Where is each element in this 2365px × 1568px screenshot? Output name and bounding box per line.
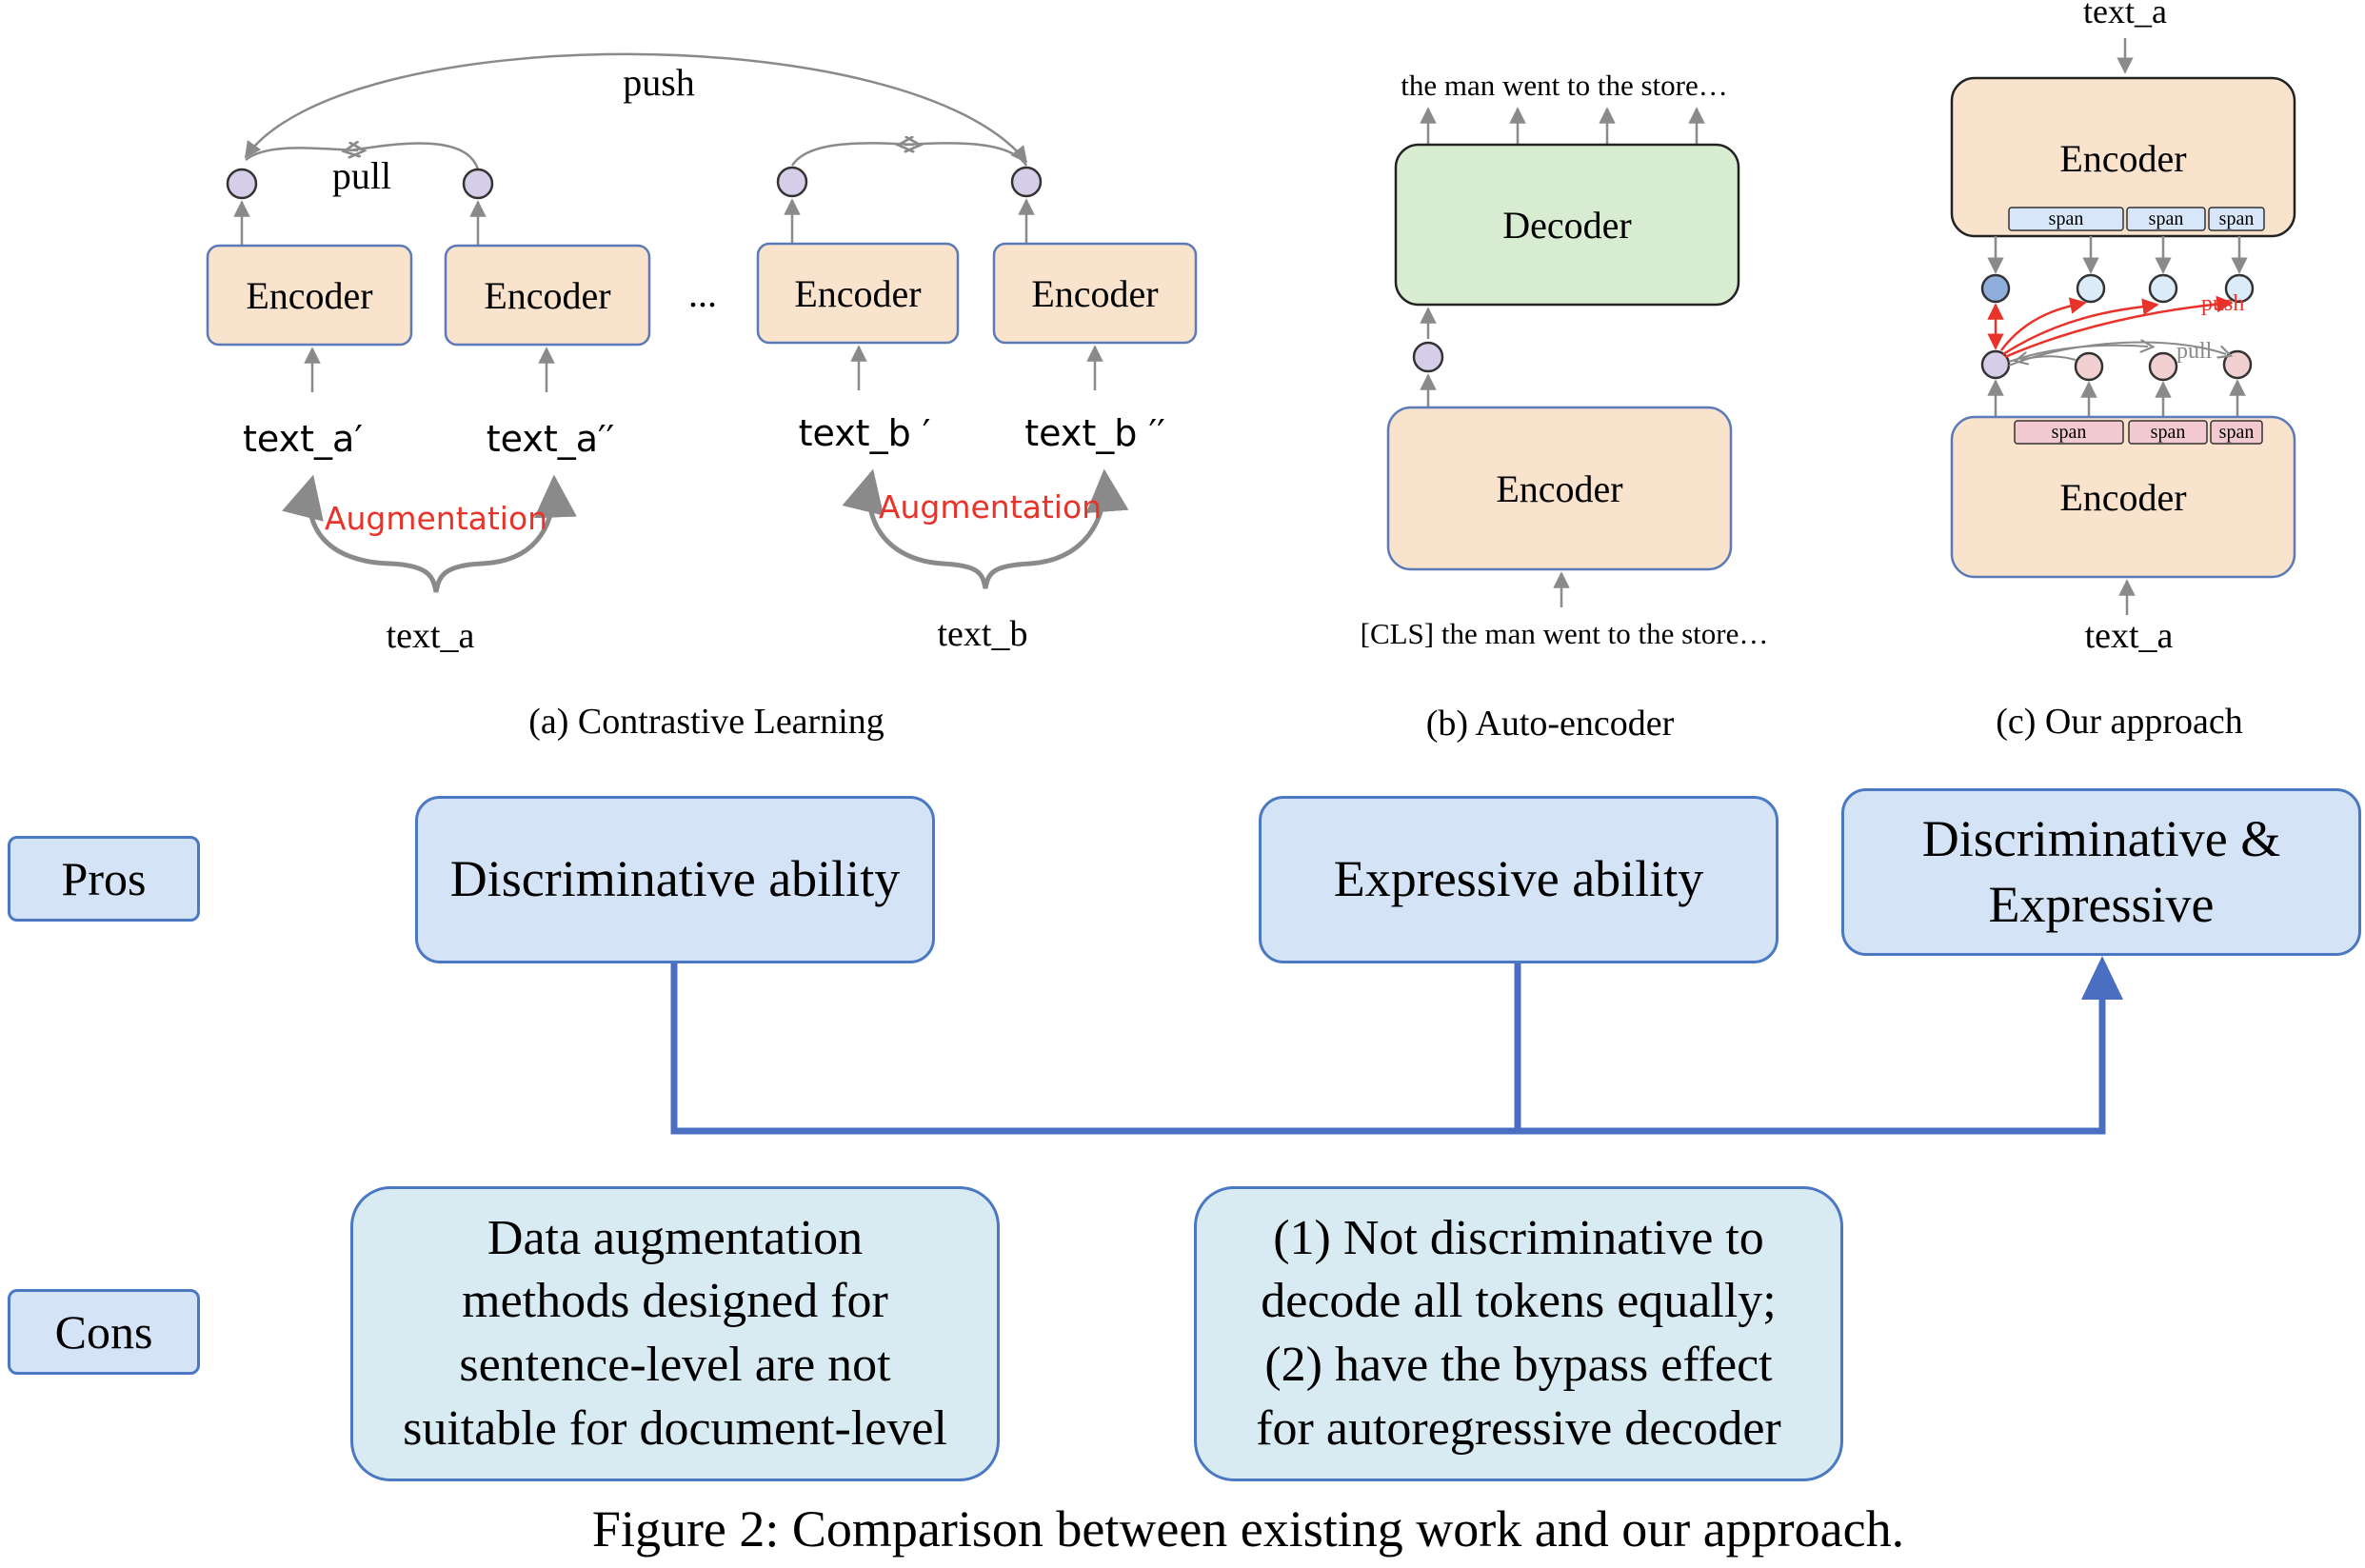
encoder-box bbox=[756, 242, 960, 345]
embedding-node bbox=[1010, 166, 1043, 198]
decoder-output-text: the man went to the store… bbox=[1401, 69, 1728, 102]
source-text: text_b bbox=[938, 614, 1028, 654]
source-text: text_a bbox=[387, 616, 475, 656]
top-cls-node bbox=[1980, 273, 2011, 304]
panel-caption: (a) Contrastive Learning bbox=[528, 702, 884, 742]
connector-line bbox=[670, 962, 2106, 1135]
augmentation-label: Augmentation bbox=[325, 500, 547, 537]
encoder-label: Encoder bbox=[1031, 272, 1158, 315]
encoder-box bbox=[992, 242, 1198, 345]
pull-label: pull bbox=[332, 154, 391, 197]
pull-arc-a-left bbox=[245, 148, 358, 161]
span-chip bbox=[2014, 420, 2124, 445]
decoder-label: Decoder bbox=[1502, 204, 1631, 247]
encoder-label: Encoder bbox=[794, 272, 921, 315]
ellipsis: ... bbox=[688, 272, 717, 315]
bottom-input-text: text_a bbox=[2085, 616, 2174, 656]
connector-arrowhead bbox=[2081, 956, 2123, 1000]
encoder-input-text: [CLS] the man went to the store… bbox=[1361, 617, 1769, 650]
pros-box: Discriminative ability bbox=[415, 796, 935, 963]
span-label: span bbox=[2219, 422, 2255, 443]
span-label: span bbox=[2049, 208, 2084, 229]
pros-tag: Pros bbox=[8, 836, 200, 922]
input-text: text_a′ bbox=[243, 418, 363, 460]
encoder-box bbox=[444, 244, 651, 347]
bottom-span-node bbox=[2074, 351, 2104, 382]
input-text: text_b ′ bbox=[799, 412, 931, 454]
embedding-node bbox=[1412, 341, 1444, 373]
decoder-box bbox=[1394, 143, 1740, 307]
encoder-label: Encoder bbox=[1496, 467, 1622, 510]
encoder-label: Encoder bbox=[246, 274, 372, 317]
top-span-node bbox=[2224, 273, 2255, 304]
span-chip bbox=[2008, 207, 2124, 231]
figure-caption: Figure 2: Comparison between existing wo… bbox=[592, 1500, 1904, 1558]
panel-caption: (c) Our approach bbox=[1996, 702, 2243, 742]
top-span-node bbox=[2076, 273, 2106, 304]
pros-connector bbox=[670, 956, 2123, 1135]
panel-a-contrastive: push pull Encoder Encoder Encoder Encode… bbox=[206, 52, 1198, 742]
embedding-node bbox=[226, 168, 258, 200]
span-chip bbox=[2210, 420, 2263, 445]
panel-b-autoencoder: the man went to the store… Decoder Encod… bbox=[1361, 69, 1769, 744]
augmentation-brace bbox=[282, 474, 577, 593]
bottom-span-node bbox=[2148, 351, 2178, 382]
grey-pull-arc bbox=[2020, 356, 2077, 360]
encoder-label: Encoder bbox=[2059, 137, 2186, 180]
span-label: span bbox=[2151, 422, 2186, 443]
bottom-cls-node bbox=[1980, 349, 2011, 380]
span-chip bbox=[2128, 420, 2208, 445]
cons-tag: Cons bbox=[8, 1289, 200, 1375]
push-label: push bbox=[2201, 291, 2244, 316]
augmentation-label: Augmentation bbox=[879, 488, 1102, 526]
span-label: span bbox=[2149, 208, 2184, 229]
encoder-label: Encoder bbox=[484, 274, 610, 317]
input-text: text_a′′ bbox=[487, 418, 615, 460]
panel-c-our-approach: text_a Encoder span span span push bbox=[1950, 0, 2296, 742]
top-span-node bbox=[2148, 273, 2178, 304]
panel-caption: (b) Auto-encoder bbox=[1426, 704, 1675, 744]
push-label: push bbox=[623, 61, 695, 104]
span-label: span bbox=[2052, 422, 2087, 443]
top-input-text: text_a bbox=[2083, 0, 2167, 30]
span-chip bbox=[2126, 207, 2206, 231]
cons-box: (1) Not discriminative to decode all tok… bbox=[1194, 1186, 1843, 1481]
pull-arc-b bbox=[790, 143, 914, 167]
pull-label: pull bbox=[2176, 339, 2213, 364]
pull-arc-a bbox=[350, 144, 480, 170]
encoder-box bbox=[206, 244, 413, 347]
pros-box: Expressive ability bbox=[1259, 796, 1779, 963]
bottom-span-node bbox=[2222, 349, 2253, 380]
pull-arc-b-right bbox=[904, 143, 1028, 167]
red-push-arrow bbox=[2004, 295, 2234, 359]
encoder-box-top bbox=[1950, 76, 2296, 238]
span-chip bbox=[2208, 207, 2265, 231]
encoder-box-bottom bbox=[1950, 415, 2296, 579]
encoder-box bbox=[1386, 406, 1733, 571]
encoder-label: Encoder bbox=[2059, 476, 2186, 519]
embedding-node bbox=[776, 166, 808, 198]
push-arc bbox=[244, 52, 1028, 164]
cons-box: Data augmentation methods designed for s… bbox=[350, 1186, 1000, 1481]
pros-box: Discriminative & Expressive bbox=[1841, 788, 2361, 956]
span-label: span bbox=[2219, 208, 2255, 229]
red-push-arrow bbox=[1999, 297, 2087, 351]
input-text: text_b ′′ bbox=[1024, 412, 1164, 454]
embedding-node bbox=[462, 168, 494, 200]
red-push-arrow bbox=[2002, 298, 2159, 356]
augmentation-brace bbox=[842, 468, 1129, 589]
